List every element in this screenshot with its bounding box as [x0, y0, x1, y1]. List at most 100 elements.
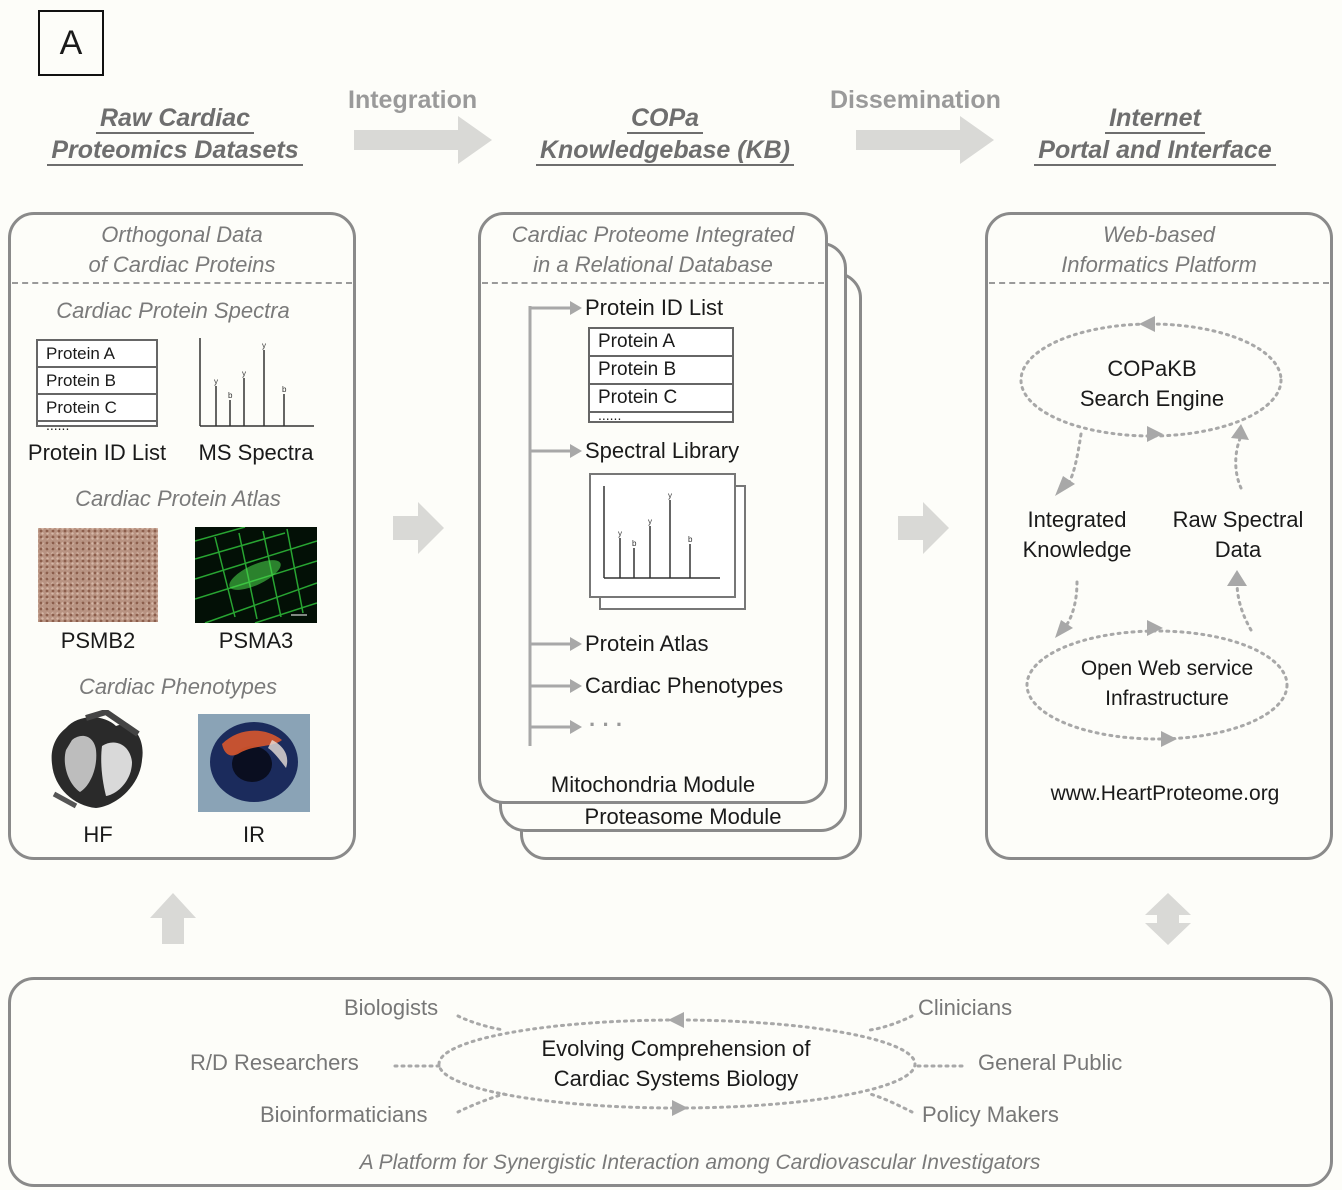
policy-makers-label: Policy Makers: [922, 1102, 1059, 1127]
search-engine-line1: COPaKB: [1107, 356, 1197, 381]
middle-panel-divider: [482, 282, 824, 284]
biologists-label: Biologists: [344, 995, 439, 1020]
bioinformaticians-label: Bioinformaticians: [260, 1102, 428, 1127]
middle-panel-title: Cardiac Proteome Integrated in a Relatio…: [478, 220, 828, 280]
mitochondria-module-label: Mitochondria Module: [550, 772, 756, 797]
list-item: Protein B: [38, 368, 156, 395]
left-panel-divider: [12, 282, 352, 284]
ion-label: b: [632, 539, 637, 548]
kb-ms-spectrum-icon: y b y y b: [603, 486, 720, 579]
dissemination-arrow-icon: [856, 116, 994, 164]
hf-heart-image: [51, 710, 143, 809]
integrated-line2: Knowledge: [1022, 537, 1132, 562]
cycle-arrowhead-icon: [1139, 316, 1155, 332]
integrated-knowledge-label: Integrated Knowledge: [1005, 505, 1149, 565]
kb-more-items: · · ·: [589, 712, 624, 737]
center-line1: Evolving Comprehension of: [541, 1036, 811, 1061]
list-item: Protein B: [590, 357, 732, 385]
header-kb-line1: COPa: [626, 104, 704, 134]
header-portal-line2: Portal and Interface: [1034, 136, 1276, 166]
raw-spectral-line2: Data: [1214, 537, 1262, 562]
evolving-comprehension-label: Evolving Comprehension of Cardiac System…: [470, 1034, 882, 1094]
search-engine-label: COPaKB Search Engine: [1031, 354, 1273, 414]
list-item: Protein C: [38, 395, 156, 422]
psma3-fluorescence-image: [195, 527, 317, 623]
protein-id-list-label: Protein ID List: [27, 440, 167, 465]
middle-title-line1: Cardiac Proteome Integrated: [511, 222, 795, 247]
cycle-arrowhead-icon: [1161, 731, 1177, 747]
right-title-line2: Informatics Platform: [1061, 252, 1257, 277]
left-to-middle-arrow-icon: [393, 502, 444, 554]
left-title-line1: Orthogonal Data: [101, 222, 263, 247]
header-raw-line1: Raw Cardiac: [95, 104, 255, 134]
hf-label: HF: [83, 822, 113, 847]
ion-label: y: [668, 491, 672, 500]
ms-spectra-label: MS Spectra: [198, 440, 314, 465]
ion-label: y: [618, 529, 622, 538]
integration-label: Integration: [348, 86, 478, 114]
informatics-platform-panel: [985, 212, 1333, 860]
cycle-arrowhead-icon: [1055, 620, 1073, 638]
platform-caption: A Platform for Synergistic Interaction a…: [359, 1151, 1041, 1174]
psma3-label: PSMA3: [218, 628, 294, 653]
up-arrow-icon: [150, 893, 196, 944]
cycle-arrowhead-icon: [1231, 424, 1249, 440]
proteasome-module-label: Proteasome Module: [584, 804, 782, 829]
integrated-line1: Integrated: [1027, 507, 1127, 532]
header-raw-datasets: Raw Cardiac Proteomics Datasets: [30, 102, 320, 166]
panel-label-box: A: [38, 10, 104, 76]
cycle-arrowhead-icon: [1227, 570, 1247, 586]
kb-protein-id-list: Protein ID List: [585, 295, 724, 320]
network-arrowhead-icon: [672, 1100, 688, 1116]
raw-spectral-line1: Raw Spectral: [1172, 507, 1304, 532]
psmb2-label: PSMB2: [60, 628, 136, 653]
list-item: ......: [598, 407, 622, 423]
atlas-section-title: Cardiac Protein Atlas: [75, 486, 281, 511]
open-web-service-label: Open Web service Infrastructure: [1042, 654, 1292, 714]
list-item: ......: [46, 417, 70, 433]
header-internet-portal: Internet Portal and Interface: [1010, 102, 1300, 166]
header-raw-line2: Proteomics Datasets: [47, 136, 303, 166]
dissemination-label: Dissemination: [830, 86, 1001, 114]
phenotypes-section-title: Cardiac Phenotypes: [78, 674, 278, 699]
left-protein-list: Protein A Protein B Protein C ......: [36, 339, 158, 432]
clinicians-label: Clinicians: [918, 995, 1013, 1020]
ion-label: b: [282, 385, 287, 394]
rd-researchers-label: R/D Researchers: [190, 1050, 359, 1075]
general-public-label: General Public: [978, 1050, 1123, 1075]
psmb2-tissue-image: [38, 528, 158, 622]
investigators-panel: [8, 977, 1333, 1187]
ion-label: y: [242, 369, 246, 378]
cycle-arrowhead-icon: [1147, 426, 1163, 442]
spectral-library-card: [589, 473, 736, 598]
left-panel-title: Orthogonal Data of Cardiac Proteins: [8, 220, 356, 280]
middle-to-right-arrow-icon: [898, 502, 949, 554]
center-line2: Cardiac Systems Biology: [553, 1066, 799, 1091]
header-portal-line1: Internet: [1105, 104, 1205, 134]
kb-protein-list: Protein A Protein B Protein C ......: [588, 327, 734, 423]
middle-title-line2: in a Relational Database: [533, 252, 773, 277]
integration-arrow-icon: [354, 116, 492, 164]
ion-label: y: [214, 377, 218, 386]
header-kb-line2: Knowledgebase (KB): [535, 136, 795, 166]
list-item: Protein A: [590, 329, 732, 357]
portal-cycle-diagram: [1019, 316, 1289, 747]
right-title-line1: Web-based: [1102, 222, 1216, 247]
ir-heart-slice-image: [198, 714, 310, 812]
ion-label: y: [262, 341, 266, 350]
network-arrowhead-icon: [668, 1012, 684, 1028]
list-item: Protein A: [38, 341, 156, 368]
spectra-section-title: Cardiac Protein Spectra: [56, 298, 290, 323]
kb-spectral-library: Spectral Library: [585, 438, 740, 463]
cycle-arrowhead-icon: [1147, 620, 1163, 636]
ion-label: y: [648, 517, 652, 526]
list-item: Protein C: [590, 385, 732, 413]
heartproteome-url[interactable]: www.HeartProteome.org: [1050, 782, 1280, 805]
left-ms-spectrum-icon: y b y y b: [199, 338, 314, 427]
right-panel-divider: [989, 282, 1329, 284]
ir-label: IR: [243, 822, 265, 847]
ion-label: b: [228, 391, 233, 400]
open-web-line1: Open Web service: [1080, 657, 1254, 680]
kb-protein-atlas: Protein Atlas: [585, 631, 709, 656]
